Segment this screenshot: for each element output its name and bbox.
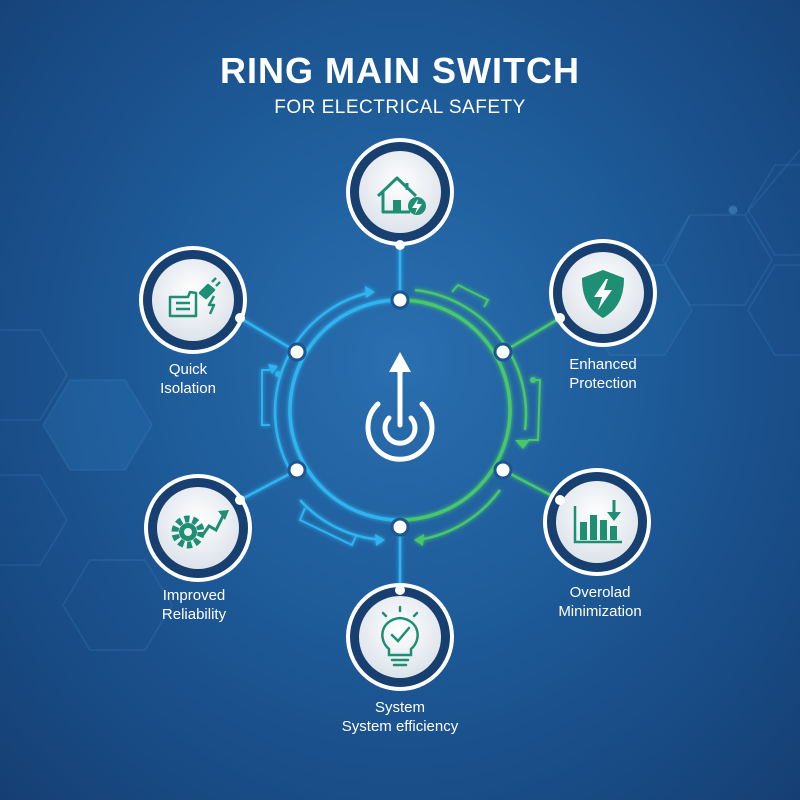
power-arrow-icon — [365, 352, 435, 462]
hand-plug-icon — [168, 277, 221, 318]
label-line: Isolation — [160, 380, 216, 397]
label-enhanced-protection: Enhanced Protection — [523, 355, 683, 393]
lightbulb-check-icon — [381, 605, 419, 667]
ring-green-arc — [399, 298, 512, 522]
label-line: System — [374, 699, 425, 716]
node-quick-isolation[interactable] — [139, 246, 247, 354]
page-subtitle: FOR ELECTRICAL SAFETY — [274, 97, 526, 118]
page-title: RING MAIN SWITCH — [220, 50, 580, 91]
label-overload-minimization: Overolad Minimization — [520, 583, 680, 621]
node-home[interactable] — [346, 138, 454, 250]
node-system-efficiency[interactable] — [346, 583, 454, 691]
node-improved-reliability[interactable] — [144, 474, 252, 582]
node-overload-minimization[interactable] — [543, 468, 651, 576]
label-improved-reliability: Improved Reliability — [114, 586, 274, 624]
junction-dots — [287, 290, 513, 537]
home-lightning-icon — [376, 176, 426, 215]
shield-lightning-icon — [582, 270, 624, 318]
gear-arrow-icon — [171, 510, 229, 549]
node-enhanced-protection[interactable] — [549, 239, 657, 347]
label-line: Overolad — [569, 584, 631, 601]
bar-chart-down-icon — [573, 500, 622, 544]
label-line: Quick — [168, 361, 208, 378]
ring-blue-arc — [288, 298, 401, 522]
label-quick-isolation: Quick Isolation — [108, 360, 268, 398]
label-line: Reliability — [161, 606, 227, 623]
label-line: Minimization — [558, 603, 642, 620]
label-system-efficiency: System System efficiency — [320, 698, 480, 736]
label-line: Protection — [569, 375, 637, 392]
label-line: System efficiency — [341, 718, 459, 735]
label-line: Enhanced — [569, 356, 637, 373]
label-line: Improved — [162, 587, 226, 604]
